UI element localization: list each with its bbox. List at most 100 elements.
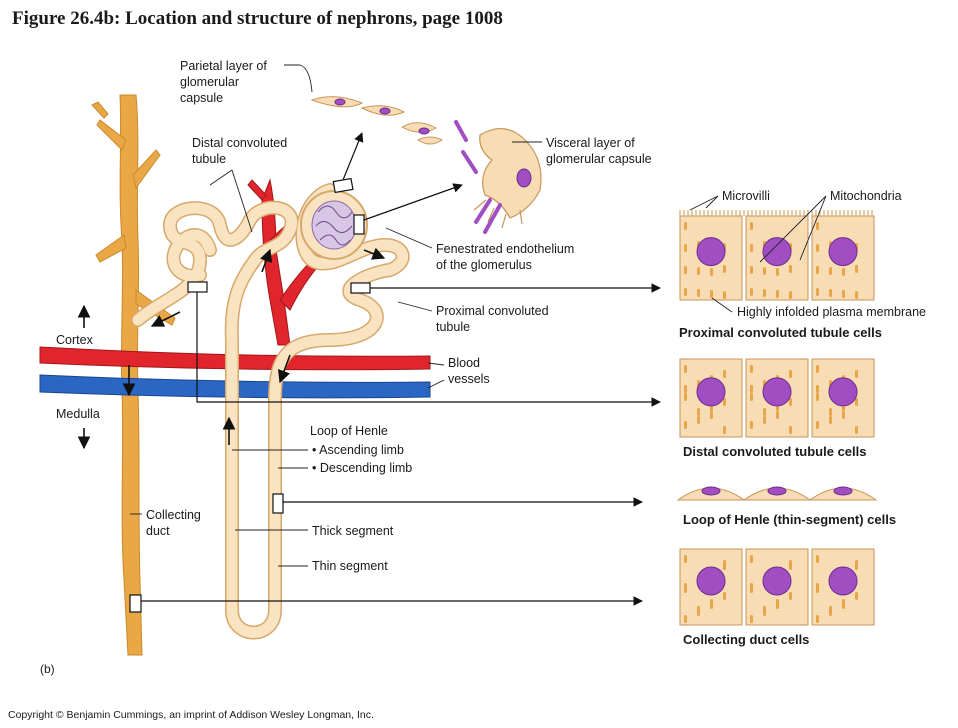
mitochondrion	[842, 268, 845, 276]
mitochondrion	[710, 290, 713, 298]
mitochondrion	[710, 411, 713, 419]
label-visceral-2: glomerular capsule	[546, 152, 652, 166]
label-thick-segment: Thick segment	[312, 524, 394, 538]
fenestrated-endothelium	[454, 120, 502, 234]
nucleus	[334, 98, 346, 106]
mitochondrion	[763, 267, 766, 275]
nucleus	[701, 486, 721, 496]
mitochondrion	[750, 244, 753, 252]
mitochondrion	[789, 426, 792, 434]
mitochondrion	[684, 393, 687, 401]
flow-arrows	[77, 247, 386, 450]
glomerulus	[311, 200, 357, 250]
mitochondrion	[723, 426, 726, 434]
nucleus	[762, 566, 792, 596]
mitochondrion	[789, 560, 792, 568]
label-thin-segment: Thin segment	[312, 559, 388, 573]
label-descending-limb: • Descending limb	[312, 461, 412, 475]
copyright-notice: Copyright © Benjamin Cummings, an imprin…	[8, 709, 374, 721]
mitochondrion	[684, 615, 687, 623]
mitochondrion	[855, 426, 858, 434]
mitochondrion	[750, 615, 753, 623]
nephron-tubule	[131, 183, 410, 640]
mitochondrion	[710, 268, 713, 276]
mitochondrion	[829, 408, 832, 416]
label-plasma-membrane: Highly infolded plasma membrane	[737, 305, 926, 319]
sample-box-parietal	[332, 177, 354, 194]
mitochondrion	[829, 267, 832, 275]
distal-tubule-cells	[679, 358, 875, 438]
mitochondrion	[816, 583, 819, 591]
diagram-labels: Parietal layer of glomerular capsule Vis…	[40, 59, 926, 676]
flow-arrow-descending	[277, 354, 291, 384]
caption-distal-cells: Distal convoluted tubule cells	[683, 444, 866, 459]
mitochondrion	[789, 592, 792, 600]
nucleus	[516, 168, 532, 188]
mitochondrion	[816, 266, 819, 274]
mitochondrion	[697, 606, 700, 614]
mitochondrion	[816, 421, 819, 429]
mitochondrion	[829, 606, 832, 614]
mitochondrion	[750, 222, 753, 230]
mitochondrion	[829, 289, 832, 297]
mitochondrion	[789, 398, 792, 406]
mitochondrion	[816, 393, 819, 401]
caption-henle-cells: Loop of Henle (thin-segment) cells	[683, 512, 896, 527]
mitochondrion	[816, 385, 819, 393]
mitochondrion	[723, 265, 726, 273]
mitochondrion	[684, 222, 687, 230]
label-panel-b: (b)	[40, 662, 55, 676]
nucleus	[762, 377, 792, 407]
label-mitochondria: Mitochondria	[830, 189, 902, 203]
mitochondrion	[697, 267, 700, 275]
label-blood-1: Blood	[448, 356, 480, 370]
caption-collecting-cells: Collecting duct cells	[683, 632, 809, 647]
nucleus	[696, 377, 726, 407]
mitochondrion	[776, 268, 779, 276]
label-blood-2: vessels	[448, 372, 490, 386]
mitochondrion	[684, 421, 687, 429]
proximal-tubule-cells	[679, 210, 875, 301]
mitochondrion	[763, 408, 766, 416]
mitochondrion	[816, 222, 819, 230]
flow-arrow-distal	[150, 311, 181, 327]
mitochondrion	[697, 289, 700, 297]
mitochondrion	[855, 398, 858, 406]
mitochondrion	[723, 370, 726, 378]
mitochondrion	[750, 288, 753, 296]
mitochondrion	[842, 411, 845, 419]
mitochondrion	[789, 265, 792, 273]
label-loop-of-henle: Loop of Henle	[310, 424, 388, 438]
mitochondrion	[710, 599, 713, 607]
mitochondrion	[776, 290, 779, 298]
mitochondrion	[697, 416, 700, 424]
glomerulus-capillaries	[315, 205, 353, 246]
nucleus	[828, 566, 858, 596]
nucleus	[762, 237, 792, 267]
mitochondrion	[684, 385, 687, 393]
mitochondrion	[750, 365, 753, 373]
nucleus	[379, 107, 391, 115]
label-cortex: Cortex	[56, 333, 94, 347]
visceral-layer-podocytes	[473, 128, 542, 229]
nucleus	[418, 127, 430, 135]
mitochondrion	[750, 266, 753, 274]
caption-proximal-cells: Proximal convoluted tubule cells	[679, 325, 882, 340]
label-proximal-1: Proximal convoluted	[436, 304, 549, 318]
mitochondrion	[816, 244, 819, 252]
mitochondrion	[723, 291, 726, 299]
sample-connectors	[129, 132, 661, 613]
mitochondrion	[816, 615, 819, 623]
sample-box-collecting	[129, 594, 142, 613]
label-visceral-1: Visceral layer of	[546, 136, 635, 150]
mitochondrion	[763, 289, 766, 297]
label-distal-1: Distal convoluted	[192, 136, 287, 150]
sample-box-visceral	[353, 214, 365, 235]
nucleus	[696, 566, 726, 596]
mitochondrion	[723, 398, 726, 406]
mitochondrion	[750, 555, 753, 563]
mitochondrion	[789, 370, 792, 378]
nucleus	[767, 486, 787, 496]
flow-arrow-ascending	[260, 248, 273, 273]
